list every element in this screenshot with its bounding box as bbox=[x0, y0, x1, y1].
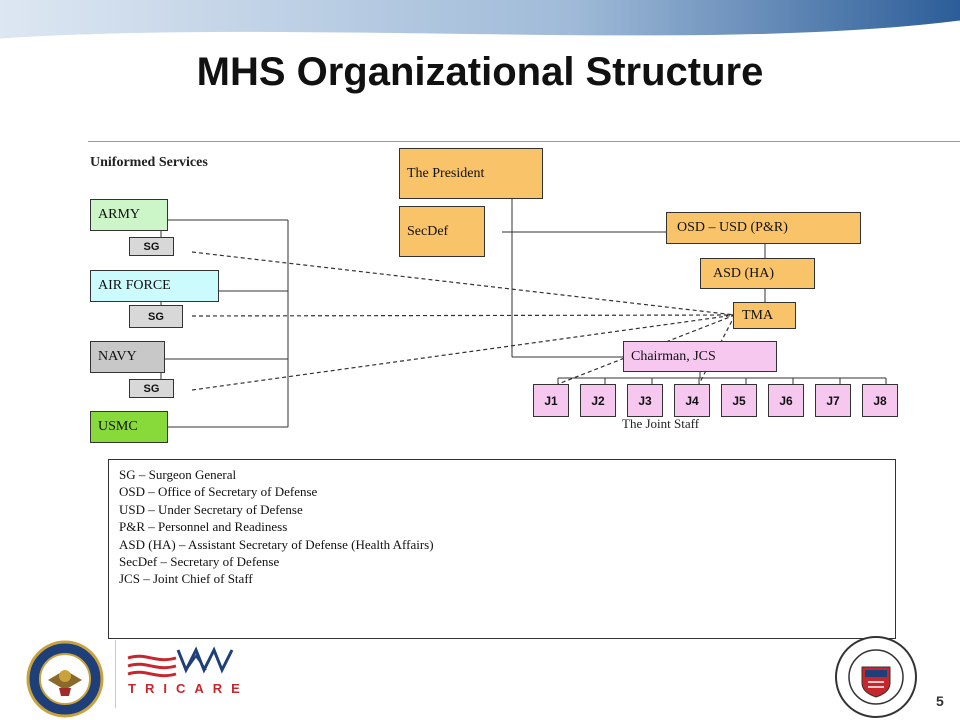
secdef-box: SecDef bbox=[399, 206, 485, 257]
joint-staff-j1: J1 bbox=[533, 384, 569, 417]
uniformed-services-label: Uniformed Services bbox=[90, 155, 208, 170]
asd-ha-box: ASD (HA) bbox=[700, 258, 815, 289]
navy-box: NAVY bbox=[90, 341, 165, 373]
tricare-logo-icon bbox=[127, 646, 234, 678]
legend-item: OSD – Office of Secretary of Defense bbox=[119, 484, 318, 500]
abbreviation-legend: SG – Surgeon General OSD – Office of Sec… bbox=[108, 459, 896, 639]
legend-item: SecDef – Secretary of Defense bbox=[119, 554, 280, 570]
joint-staff-j3: J3 bbox=[627, 384, 663, 417]
air-force-box: AIR FORCE bbox=[90, 270, 219, 302]
legend-item: ASD (HA) – Assistant Secretary of Defens… bbox=[119, 536, 434, 552]
joint-staff-j5: J5 bbox=[721, 384, 757, 417]
legend-item: P&R – Personnel and Readiness bbox=[119, 519, 288, 535]
joint-staff-j2: J2 bbox=[580, 384, 616, 417]
army-box: ARMY bbox=[90, 199, 168, 231]
tricare-university-seal-icon bbox=[835, 636, 917, 718]
chairman-jcs-box: Chairman, JCS bbox=[623, 341, 777, 372]
joint-staff-j8: J8 bbox=[862, 384, 898, 417]
page-title: MHS Organizational Structure bbox=[196, 50, 764, 94]
joint-staff-label: The Joint Staff bbox=[622, 416, 700, 431]
joint-staff-j6: J6 bbox=[768, 384, 804, 417]
navy-sg-box: SG bbox=[129, 379, 174, 398]
dod-seal-icon bbox=[26, 640, 104, 718]
joint-staff-j4: J4 bbox=[674, 384, 710, 417]
joint-staff-j7: J7 bbox=[815, 384, 851, 417]
page-number: 5 bbox=[936, 693, 944, 709]
header-band bbox=[0, 0, 960, 42]
legend-item: SG – Surgeon General bbox=[119, 467, 237, 482]
footer-divider bbox=[115, 640, 116, 708]
tricare-wordmark: TRICARE bbox=[128, 681, 249, 696]
air-force-sg-box: SG bbox=[129, 305, 183, 328]
tma-box: TMA bbox=[733, 302, 796, 329]
army-sg-box: SG bbox=[129, 237, 174, 256]
president-box: The President bbox=[399, 148, 543, 199]
legend-item: JCS – Joint Chief of Staff bbox=[119, 571, 253, 587]
legend-item: USD – Under Secretary of Defense bbox=[119, 501, 303, 517]
usmc-box: USMC bbox=[90, 411, 168, 443]
osd-usd-box: OSD – USD (P&R) bbox=[666, 212, 861, 244]
title-divider bbox=[88, 141, 960, 142]
